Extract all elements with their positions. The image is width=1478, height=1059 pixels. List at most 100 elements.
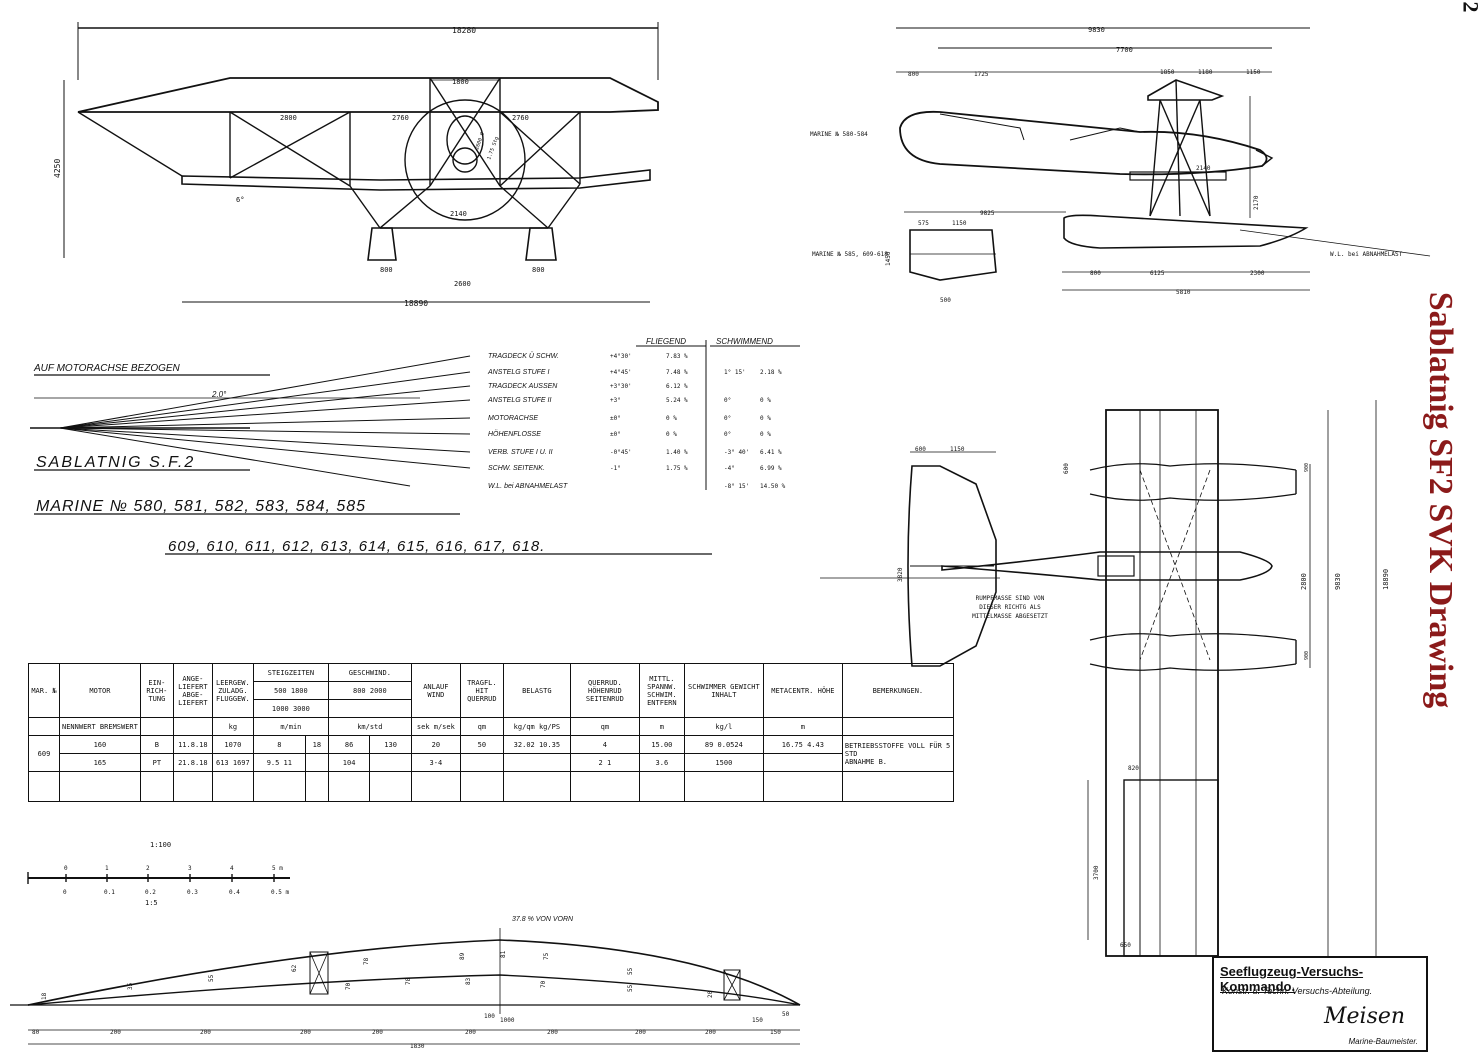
tu-kgl: kg/l bbox=[683, 717, 764, 736]
airfoil-dim: 80 bbox=[32, 1029, 40, 1036]
side-dim-1150b: 1150 bbox=[952, 220, 967, 227]
td-belastg-2 bbox=[502, 753, 571, 772]
angle-row-deg-float: -3° 40' bbox=[724, 449, 749, 456]
plan-dim-18890: 18890 bbox=[1382, 569, 1390, 590]
airfoil-ordinate: 55 bbox=[627, 984, 634, 992]
scale-tick-bottom: 0.3 bbox=[187, 889, 198, 896]
th-einrichtung: EIN-RICH-TUNG bbox=[139, 663, 174, 718]
th-geschwind: GESCHWIND. bbox=[327, 663, 412, 682]
airfoil-dim: 200 bbox=[705, 1029, 716, 1036]
th-mittl: MITTL. SPANNW. SCHWIM. ENTFERN bbox=[638, 663, 685, 718]
side-dim-1450: 1450 bbox=[885, 251, 892, 266]
plan-dim-600: 600 bbox=[915, 446, 926, 453]
airfoil-dim: 150 bbox=[770, 1029, 781, 1036]
tu-qm: qm bbox=[459, 717, 504, 736]
td-mittl-1: 15.00 bbox=[638, 735, 685, 754]
airfoil-ordinate: 18 bbox=[41, 992, 48, 1000]
angle-row-name: SCHW. SEITENK. bbox=[488, 465, 545, 472]
angle-row-name: HÖHENFLOSSE bbox=[488, 430, 541, 438]
side-dim-1180: 1180 bbox=[1198, 69, 1213, 76]
front-dim-bay-2: 2760 bbox=[392, 114, 409, 122]
th-anlauf: ANLAUF WIND bbox=[410, 663, 461, 718]
angle-row-deg-fly: -1° bbox=[610, 465, 621, 472]
angle-row-pct-fly: 7.48 % bbox=[666, 369, 688, 376]
tu-blank-2 bbox=[139, 717, 174, 736]
scale-tick-top: 0 bbox=[64, 865, 68, 872]
col-fliegend: FLIEGEND bbox=[646, 337, 686, 346]
angle-row-pct-fly: 1.40 % bbox=[666, 449, 688, 456]
td-date-1: 11.8.18 bbox=[172, 735, 213, 754]
plan-dim-650: 650 bbox=[1120, 942, 1131, 949]
side-dim-6125: 6125 bbox=[1150, 270, 1165, 277]
airfoil: 37.8 % VON VORN bbox=[10, 916, 801, 1045]
angle-row-deg-float: 0° bbox=[724, 397, 731, 404]
angle-row-deg-fly: +3°30' bbox=[610, 383, 632, 390]
th-motor: MOTOR bbox=[59, 663, 141, 718]
side-view: 9830 7700 800 1725 1850 1180 1150 W.L. b… bbox=[810, 26, 1431, 304]
front-dim-float-sep: 2600 bbox=[454, 280, 471, 288]
td-tragfl-2 bbox=[459, 753, 504, 772]
td-horiz-2 bbox=[369, 753, 412, 772]
front-dim-center: 1800 bbox=[452, 78, 469, 86]
angle-row-pct-fly: 1.75 % bbox=[666, 465, 688, 472]
tu-m-2: m bbox=[762, 717, 843, 736]
front-dihedral: 6° bbox=[236, 196, 244, 204]
plan-dim-2800: 2800 bbox=[1300, 573, 1308, 590]
side-dim-1850: 1850 bbox=[1160, 69, 1175, 76]
angle-row-pct-fly: 0 % bbox=[666, 415, 677, 422]
angle-row-name: ANSTELG STUFE II bbox=[487, 397, 551, 404]
td-start-2: 104 bbox=[327, 753, 371, 772]
angle-row-deg-fly: ±0° bbox=[610, 415, 621, 422]
angle-row-name: TRAGDECK Ü SCHW. bbox=[488, 352, 559, 360]
scale-tick-bottom: 0.4 bbox=[229, 889, 240, 896]
side-dim-2140: 2140 bbox=[1196, 165, 1211, 172]
angle-row-pct-float: 0 % bbox=[760, 431, 771, 438]
th-bemerkungen: BEMERKUNGEN. bbox=[841, 663, 954, 718]
stamp-title: Seeflugzeug-Versuchs-Kommando. bbox=[1220, 964, 1364, 994]
airfoil-ordinate: 81 bbox=[500, 950, 507, 958]
scale-tick-bottom: 0.5 m bbox=[271, 889, 289, 896]
airfoil-ordinate: 89 bbox=[459, 952, 466, 960]
td-date-2: 21.8.18 bbox=[172, 753, 213, 772]
angle-row-pct-fly: 7.83 % bbox=[666, 353, 688, 360]
tu-blank-3 bbox=[172, 717, 213, 736]
airfoil-dim: 200 bbox=[372, 1029, 383, 1036]
td-anlauf-2: 3-4 bbox=[410, 753, 461, 772]
airfoil-dim: 200 bbox=[300, 1029, 311, 1036]
col-schwimmend: SCHWIMMEND bbox=[716, 337, 773, 346]
spec-table: MAR. № MOTOR EIN-RICH-TUNG ANGE-LIEFERT … bbox=[28, 663, 954, 802]
td-mittl-2: 3.6 bbox=[638, 753, 685, 772]
angle-row-pct-float: 6.99 % bbox=[760, 465, 782, 472]
airfoil-ordinate: 70 bbox=[540, 980, 547, 988]
prop-diameter: 2600 Ø bbox=[473, 131, 486, 150]
angle-row-pct-float: 14.50 % bbox=[760, 483, 786, 490]
front-dim-track: 2140 bbox=[450, 210, 467, 218]
angle-row-pct-fly: 0 % bbox=[666, 431, 677, 438]
td-leer-1: 1070 bbox=[211, 735, 254, 754]
airfoil-ordinate: 83 bbox=[465, 977, 472, 985]
th-steigzeiten: STEIGZEITEN bbox=[252, 663, 329, 682]
td-motor-1: 160 bbox=[59, 735, 141, 754]
th-querrud: QUERRUD. HÖHENRUD SEITENRUD bbox=[569, 663, 640, 718]
airfoil-ordinate: 70 bbox=[345, 982, 352, 990]
angle-row-deg-float: 0° bbox=[724, 415, 731, 422]
front-dim-lower-span: 18890 bbox=[404, 299, 428, 308]
angle-row-deg-float: -8° 15' bbox=[724, 483, 749, 490]
scale-tick-bottom: 0.2 bbox=[145, 889, 156, 896]
td-einr-2: PT bbox=[139, 753, 174, 772]
table-row: 165 PT 21.8.18 613 1697 9.5 11 104 3-4 2… bbox=[29, 753, 954, 772]
scale-tick-top: 3 bbox=[188, 865, 192, 872]
airfoil-dim: 1830 bbox=[410, 1043, 425, 1050]
scale-tick-top: 2 bbox=[146, 865, 150, 872]
tu-m: m bbox=[638, 717, 685, 736]
side-marine-2: MARINE № 585, 609-618 bbox=[812, 251, 888, 258]
scale-tick-bottom: 0.1 bbox=[104, 889, 115, 896]
plan-dim-9830: 9830 bbox=[1334, 573, 1342, 590]
side-dim-800b: 800 bbox=[1090, 270, 1101, 277]
airfoil-dim: 50 bbox=[782, 1011, 790, 1018]
td-steig-1: 8 bbox=[252, 735, 306, 754]
th-geliefert: ANGE-LIEFERT ABGE-LIEFERT bbox=[172, 663, 213, 718]
angle-row-pct-float: 6.41 % bbox=[760, 449, 782, 456]
